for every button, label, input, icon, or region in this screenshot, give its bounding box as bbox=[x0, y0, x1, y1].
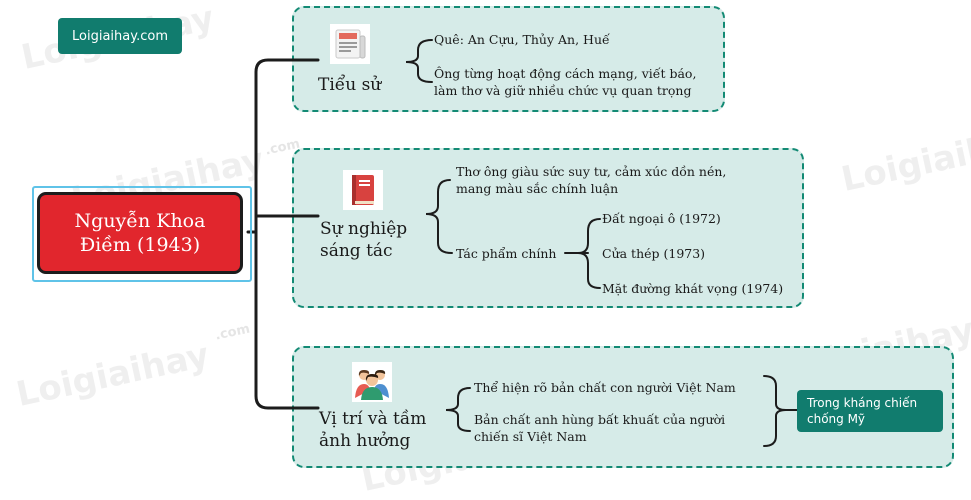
root-line: Nguyễn Khoa bbox=[74, 210, 206, 232]
work-item: Đất ngoại ô (1972) bbox=[602, 211, 721, 226]
root-line: Điềm (1943) bbox=[79, 234, 201, 256]
influence-item-nature: Thể hiện rõ bản chất con người Việt Nam bbox=[474, 380, 736, 395]
people-icon bbox=[352, 362, 392, 402]
biography-item-career: Ông từng hoạt động cách mạng, viết báo, … bbox=[434, 66, 697, 98]
work-item: Mặt đường khát vọng (1974) bbox=[602, 281, 784, 296]
branch-title-career: Sự nghiệp sáng tác bbox=[320, 219, 408, 261]
influence-item-heroism: Bản chất anh hùng bất khuất của người ch… bbox=[474, 412, 726, 444]
brand-logo[interactable]: Loigiaihay.com bbox=[58, 18, 182, 54]
conclusion-badge[interactable]: Trong kháng chiến chống Mỹ bbox=[797, 390, 943, 432]
career-item-works-label: Tác phẩm chính bbox=[456, 246, 557, 261]
branch-title-influence: Vị trí và tầm ảnh hưởng bbox=[319, 409, 427, 451]
newspaper-icon bbox=[330, 24, 370, 64]
branch-title-biography: Tiểu sử bbox=[318, 75, 382, 95]
biography-item-hometown: Quê: An Cựu, Thủy An, Huế bbox=[434, 32, 610, 47]
root-frame bbox=[32, 186, 252, 282]
root-node[interactable]: Nguyễn Khoa Điềm (1943) bbox=[37, 192, 243, 274]
book-icon bbox=[343, 170, 383, 210]
career-item-style: Thơ ông giàu sức suy tư, cảm xúc dồn nén… bbox=[456, 164, 727, 196]
work-item: Cửa thép (1973) bbox=[602, 246, 706, 261]
